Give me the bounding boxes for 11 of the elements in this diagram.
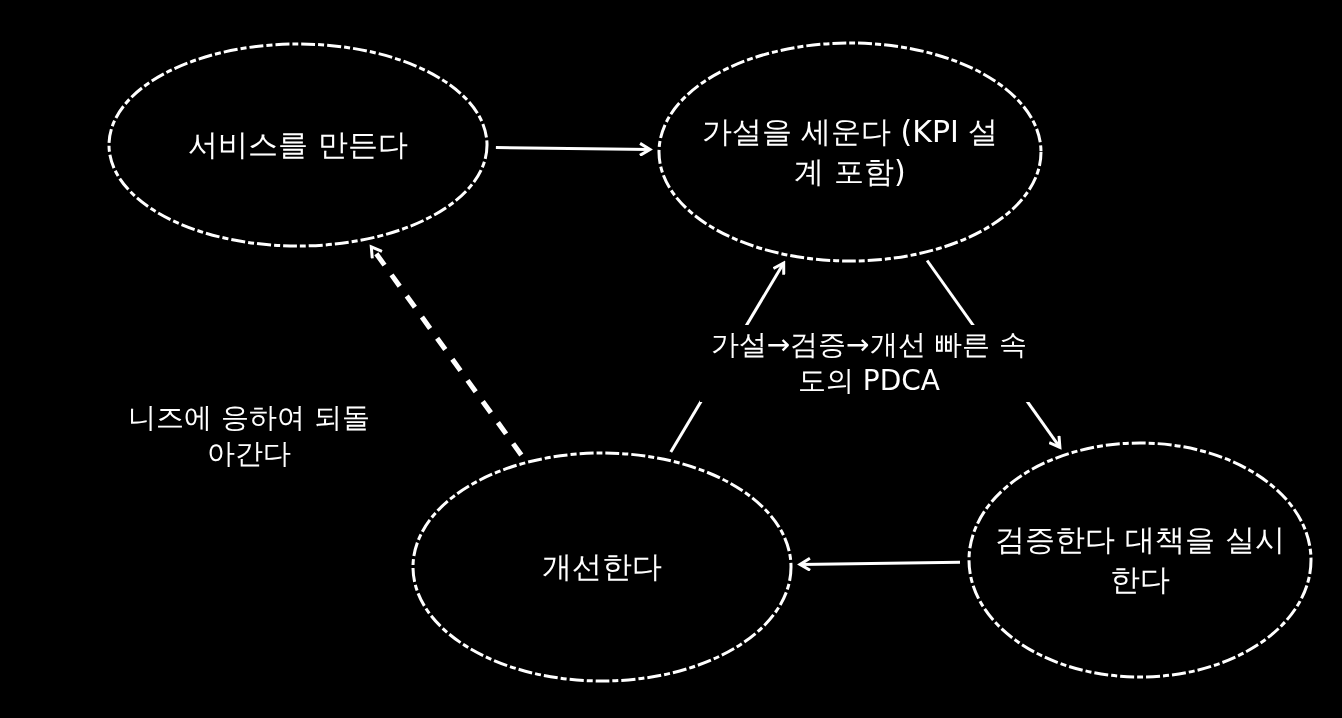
step-label: 검증한다 대책을 실시한다	[994, 520, 1286, 599]
arrow	[798, 556, 961, 572]
step-label: 가설을 세운다 (KPI 설계 포함)	[700, 112, 1000, 191]
dashed-arrow	[369, 245, 524, 457]
step-label: 개선한다	[541, 547, 663, 586]
arrow	[495, 141, 652, 157]
cycle-ellipse	[106, 41, 490, 249]
step-label: 서비스를 만든다	[187, 125, 409, 164]
cycle-ellipse	[966, 440, 1314, 680]
cycle-ellipse	[410, 450, 794, 684]
cycle-ellipse	[656, 40, 1044, 264]
